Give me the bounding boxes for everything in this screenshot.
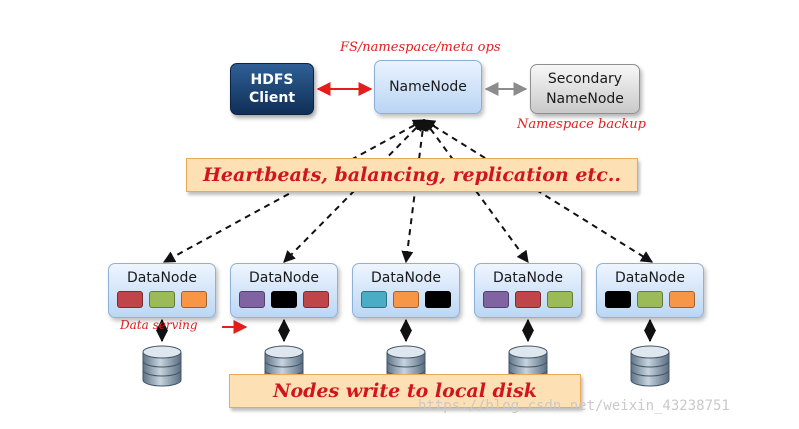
namenode-box: NameNode xyxy=(374,60,482,114)
data-block-3 xyxy=(181,291,207,308)
disk-icon xyxy=(628,344,672,388)
datanode-label: DataNode xyxy=(615,270,685,286)
datanode-box-5: DataNode xyxy=(596,263,704,318)
hdfs-client-line2: Client xyxy=(248,90,296,106)
data-block-3 xyxy=(669,291,695,308)
secondary-namenode-box: Secondary NameNode xyxy=(530,64,640,114)
block-row xyxy=(605,291,695,308)
data-block-1 xyxy=(605,291,631,308)
local-disk-banner: Nodes write to local disk xyxy=(229,374,581,408)
namespace-backup-annotation: Namespace backup xyxy=(517,117,646,132)
data-block-3 xyxy=(547,291,573,308)
datanode-label: DataNode xyxy=(127,270,197,286)
datanode-box-2: DataNode xyxy=(230,263,338,318)
block-row xyxy=(117,291,207,308)
datanode-label: DataNode xyxy=(249,270,319,286)
namenode-label: NameNode xyxy=(389,79,467,95)
data-block-1 xyxy=(361,291,387,308)
data-serving-annotation: Data serving xyxy=(120,318,198,332)
datanode-label: DataNode xyxy=(493,270,563,286)
datanode-label: DataNode xyxy=(371,270,441,286)
data-block-2 xyxy=(149,291,175,308)
data-block-2 xyxy=(637,291,663,308)
block-row xyxy=(239,291,329,308)
heartbeats-banner: Heartbeats, balancing, replication etc.. xyxy=(186,158,638,192)
secondary-line1: Secondary xyxy=(547,71,623,87)
data-block-1 xyxy=(483,291,509,308)
data-block-2 xyxy=(271,291,297,308)
hdfs-client-line1: HDFS xyxy=(250,72,294,88)
datanode-box-3: DataNode xyxy=(352,263,460,318)
hdfs-client-box: HDFS Client xyxy=(230,63,314,115)
data-block-1 xyxy=(117,291,143,308)
heartbeats-banner-text: Heartbeats, balancing, replication etc.. xyxy=(202,164,622,186)
data-block-2 xyxy=(393,291,419,308)
local-disk-banner-text: Nodes write to local disk xyxy=(273,380,537,402)
data-block-3 xyxy=(425,291,451,308)
secondary-line2: NameNode xyxy=(546,91,624,107)
block-row xyxy=(483,291,573,308)
data-block-1 xyxy=(239,291,265,308)
fs-ops-annotation: FS/namespace/meta ops xyxy=(340,40,501,55)
data-block-2 xyxy=(515,291,541,308)
block-row xyxy=(361,291,451,308)
datanode-box-4: DataNode xyxy=(474,263,582,318)
data-block-3 xyxy=(303,291,329,308)
datanode-box-1: DataNode xyxy=(108,263,216,318)
disk-icon xyxy=(140,344,184,388)
watermark: https://blog.csdn.net/weixin_43238751 xyxy=(418,398,730,414)
